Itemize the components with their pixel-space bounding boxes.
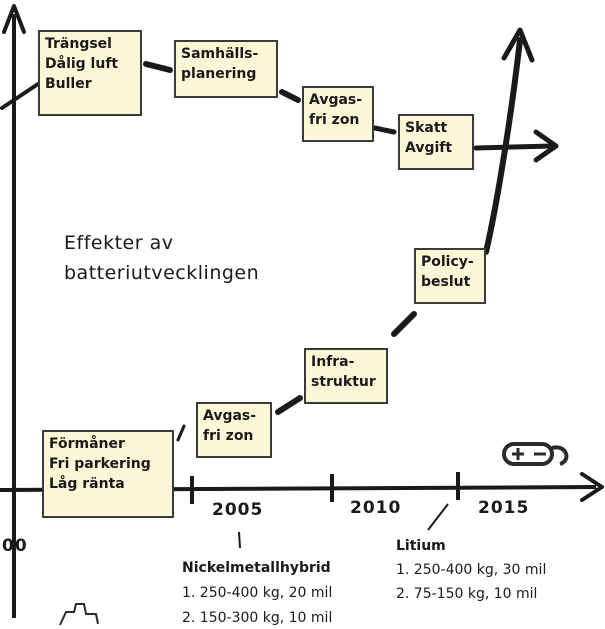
box-policybeslut: Policy- beslut [414, 248, 486, 304]
litium-line-1: 1. 250-400 kg, 30 mil [396, 562, 547, 578]
heading-line1: Effekter av [64, 232, 174, 254]
box-samhall-line2: planering [181, 66, 257, 82]
skatt-arrow-head [533, 129, 559, 163]
y-axis-arrowhead [2, 4, 26, 34]
box-infra-line2: struktur [311, 374, 376, 390]
box-avgas-top-line1: Avgas- [309, 92, 363, 108]
connector-infra-policy [391, 311, 417, 337]
box-skatt-avgift: Skatt Avgift [398, 114, 474, 170]
box-trangsel-line2: Dålig luft [45, 56, 119, 72]
connector-avgas-infra [275, 395, 303, 415]
year-label-2010: 2010 [350, 498, 402, 518]
heading-line2: batteriutvecklingen [64, 262, 260, 284]
box-policy-line2: beslut [421, 274, 471, 290]
box-avgas-top-line2: fri zon [309, 112, 360, 128]
year-label-partial: 00 [2, 536, 28, 556]
box-skatt-line1: Skatt [405, 120, 448, 136]
box-trangsel-line1: Trängsel [45, 36, 112, 52]
box-infra-line1: Infra- [311, 354, 355, 370]
box-formaner-line3: Låg ränta [49, 476, 125, 492]
box-samhall-line1: Samhälls- [181, 46, 259, 62]
nimh-line-2: 2. 150-300 kg, 10 mil [182, 610, 333, 626]
box-avgas-low-line1: Avgas- [203, 408, 257, 424]
box-trangsel-line3: Buller [45, 76, 92, 92]
box-avgasfri-zon-top: Avgas- fri zon [302, 86, 374, 142]
box-skatt-line2: Avgift [405, 140, 453, 156]
diagram-heading: Effekter av batteriutvecklingen [64, 228, 259, 288]
y-axis-tick [0, 82, 40, 110]
nimh-pointer-line [238, 531, 241, 549]
year-label-2005: 2005 [212, 500, 264, 520]
nimh-line-1: 1. 250-400 kg, 20 mil [182, 585, 333, 601]
year-label-2015: 2015 [478, 498, 530, 518]
connector-avgas-skatt [372, 125, 397, 135]
x-axis-arrowhead [580, 472, 604, 502]
box-avgas-low-line2: fri zon [203, 428, 254, 444]
box-trangsel: Trängsel Dålig luft Buller [38, 30, 142, 116]
corner-sketch [59, 603, 99, 626]
box-formaner-line2: Fri parkering [49, 456, 151, 472]
box-formaner: Förmåner Fri parkering Låg ränta [42, 430, 174, 518]
s-curve-line [483, 37, 523, 255]
box-avgasfri-zon-low: Avgas- fri zon [196, 402, 272, 458]
litium-line-2: 2. 75-150 kg, 10 mil [396, 586, 538, 602]
connector-samhall-avgas [279, 89, 301, 103]
box-infrastruktur: Infra- struktur [304, 348, 388, 404]
nimh-title: Nickelmetallhybrid [182, 560, 331, 576]
box-samhallsplanering: Samhälls- planering [174, 40, 278, 98]
connector-trangsel-samhall [143, 61, 173, 73]
litium-title: Litium [396, 538, 446, 554]
box-policy-line1: Policy- [421, 254, 474, 270]
litium-pointer-line [427, 503, 449, 531]
battery-icon [502, 442, 569, 466]
connector-formaner-avgas [176, 424, 186, 442]
skatt-arrow-line [473, 143, 555, 151]
box-formaner-line1: Förmåner [49, 436, 125, 452]
s-curve-arrowhead [501, 27, 535, 63]
